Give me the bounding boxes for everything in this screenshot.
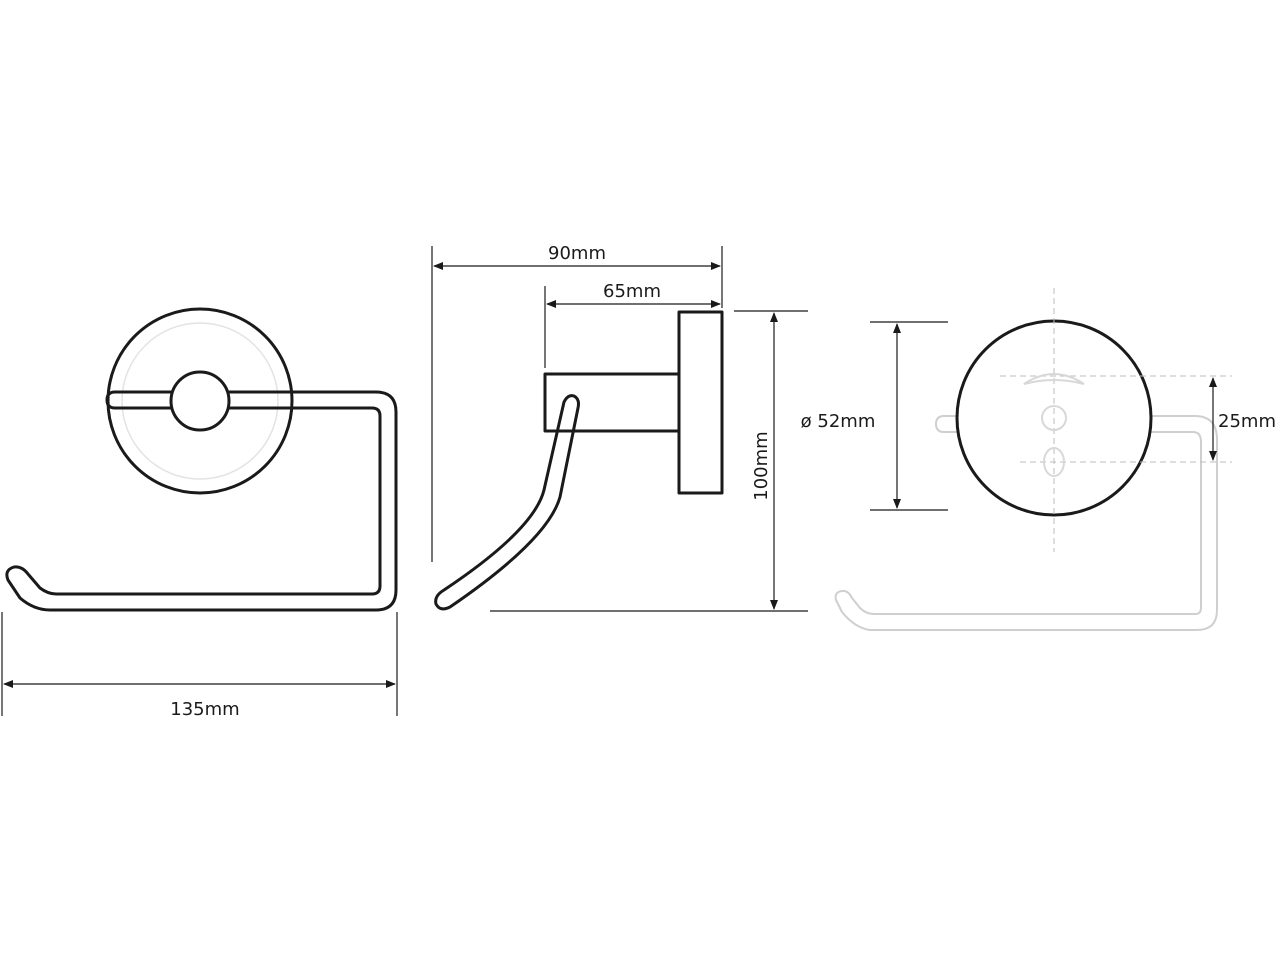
diameter-dimension-label: ø 52mm xyxy=(801,411,876,432)
front-rosette-inner-ring xyxy=(121,322,279,480)
front-holder-bar xyxy=(5,390,398,612)
back-view: ø 52mm 25mm xyxy=(801,288,1276,631)
back-upper-slot xyxy=(1023,373,1085,385)
front-view: 135mm xyxy=(1,307,398,720)
back-faded-bar xyxy=(834,415,1218,631)
height-dimension-label: 100mm xyxy=(751,431,772,500)
side-curved-rod xyxy=(434,394,580,611)
back-center-hole xyxy=(1041,405,1067,431)
front-hub xyxy=(169,370,231,432)
side-arm xyxy=(543,372,681,433)
width-dimension-label: 135mm xyxy=(170,699,239,720)
side-view: 90mm 65mm 100mm xyxy=(431,243,808,612)
hole-spacing-dimension-label: 25mm xyxy=(1218,411,1276,432)
arm-dimension-label: 65mm xyxy=(603,281,661,302)
back-lower-slot xyxy=(1043,447,1065,477)
depth-dimension-label: 90mm xyxy=(548,243,606,264)
side-wall-plate xyxy=(677,310,724,495)
